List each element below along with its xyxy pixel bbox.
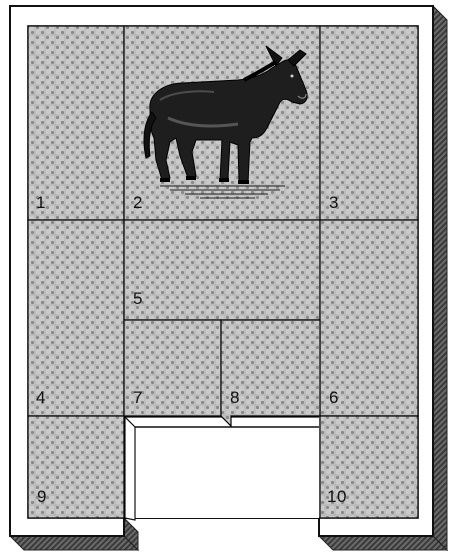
piece-8[interactable] (221, 320, 320, 426)
piece-4-label: 4 (36, 389, 46, 406)
piece-3-label: 3 (329, 194, 339, 211)
piece-5-label: 5 (133, 290, 143, 307)
piece-4[interactable] (28, 220, 124, 416)
piece-1[interactable] (28, 26, 124, 220)
piece-8-label: 8 (230, 389, 240, 406)
piece-10-label: 10 (327, 488, 347, 505)
piece-6[interactable] (320, 220, 418, 416)
piece-3[interactable] (320, 26, 418, 220)
piece-5[interactable] (124, 220, 320, 320)
piece-1-label: 1 (36, 194, 46, 211)
piece-7-label: 7 (133, 389, 143, 406)
piece-9-label: 9 (37, 488, 47, 505)
exit-opening (125, 417, 319, 520)
piece-6-label: 6 (329, 389, 339, 406)
piece-2-label: 2 (133, 194, 143, 211)
